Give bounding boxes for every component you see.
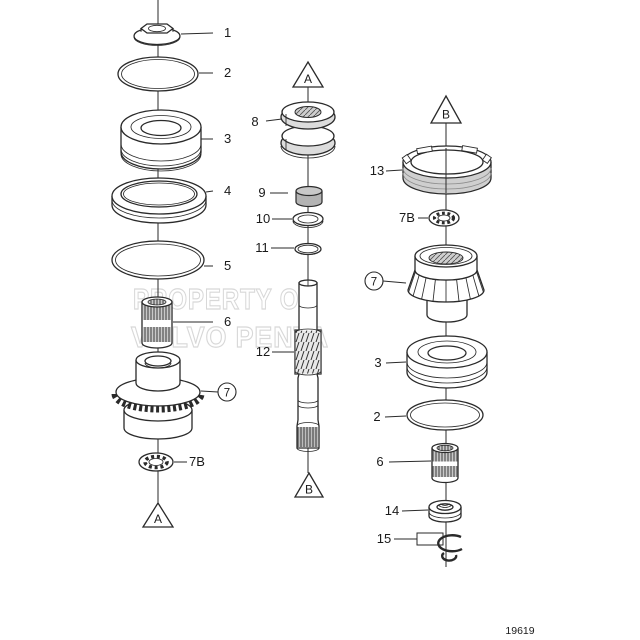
section-marker-b-bottom: B — [293, 471, 325, 498]
part-7-bevel-gear — [407, 244, 485, 323]
part-9-bushing — [295, 185, 323, 208]
part-8-spline-nut — [280, 101, 336, 159]
section-marker-a-top: A — [291, 60, 325, 88]
callout-7-right: 7 — [371, 277, 377, 289]
part-11-o-ring-small — [294, 242, 322, 256]
part-15-snap-ring — [416, 532, 463, 562]
callout-14: 14 — [385, 503, 399, 518]
callout-5: 5 — [224, 258, 231, 273]
section-marker-a-left: A — [141, 501, 175, 528]
callout-11: 11 — [255, 240, 269, 255]
marker-letter-b: B — [305, 483, 313, 497]
part-2-o-ring — [117, 56, 199, 92]
callout-15: 15 — [377, 531, 391, 546]
callout-9: 9 — [258, 185, 265, 200]
part-12-pinion-shaft — [294, 279, 322, 452]
callout-7-circle — [217, 382, 237, 402]
part-3-bearing-housing-right — [406, 335, 488, 389]
callout-6: 6 — [224, 314, 231, 329]
callout-7: 7 — [224, 388, 230, 400]
callout-6-right: 6 — [376, 454, 383, 469]
callout-3-right: 3 — [374, 355, 381, 370]
part-14-nut — [428, 499, 462, 523]
callout-4: 4 — [224, 183, 231, 198]
part-4-seal-ring — [111, 177, 207, 224]
part-2-o-ring-right — [406, 399, 484, 431]
callout-2-right: 2 — [373, 409, 380, 424]
part-13-retainer-ring — [401, 145, 492, 195]
part-5-o-ring-large — [111, 240, 205, 280]
section-marker-b-top: B — [429, 94, 463, 124]
part-7b-lock-washer-right — [428, 209, 460, 227]
part-1-hex-flange-nut — [133, 23, 181, 46]
callout-12: 12 — [256, 344, 270, 359]
callout-1: 1 — [224, 25, 231, 40]
part-7b-lock-washer — [138, 452, 174, 472]
callout-2: 2 — [224, 65, 231, 80]
callout-7-right-circle — [364, 271, 384, 291]
callout-13: 13 — [370, 163, 384, 178]
part-3-bearing-housing — [120, 109, 202, 172]
marker-letter-a: A — [154, 512, 162, 526]
callouts: 1 2 3 4 5 6 7 7B 8 9 10 11 12 13 7B 7 — [173, 25, 432, 546]
marker-letter-a: A — [304, 72, 312, 86]
part-10-washer — [292, 211, 324, 228]
marker-letter-b: B — [442, 108, 450, 122]
callout-7b: 7B — [189, 454, 205, 469]
callout-10: 10 — [256, 211, 270, 226]
drawing-number: 19619 — [505, 625, 534, 637]
part-6-roller-bearing-right — [431, 442, 459, 484]
callout-8: 8 — [251, 114, 258, 129]
part-6-roller-bearing — [141, 296, 173, 349]
part-7-gear-assembly — [111, 351, 205, 440]
callout-7b-right: 7B — [399, 210, 415, 225]
callout-3: 3 — [224, 131, 231, 146]
